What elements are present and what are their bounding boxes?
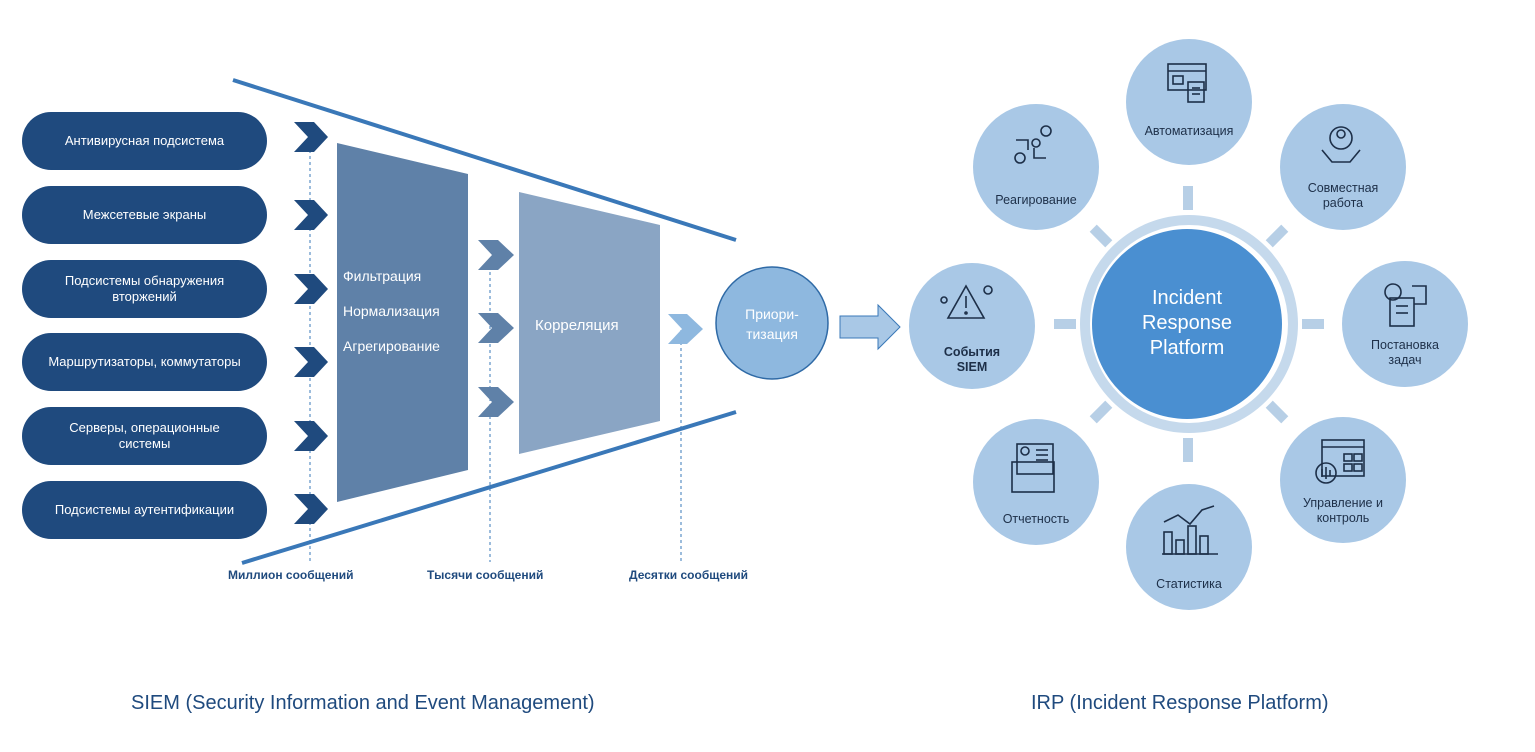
node-management-circle xyxy=(1280,417,1406,543)
tasking-icon xyxy=(1384,283,1427,327)
node-siem-events-label: События SIEM xyxy=(943,345,1001,374)
node-collaboration-circle xyxy=(1280,104,1406,230)
source-firewalls: Межсетевые экраны xyxy=(22,186,267,244)
node-tasking-label: Постановка задач xyxy=(1371,338,1439,367)
center-circle xyxy=(1092,229,1282,419)
node-statistics-label: Статистика xyxy=(1156,577,1222,591)
chevron-icon xyxy=(294,347,328,377)
stage-correlation: Корреляция xyxy=(535,317,619,334)
funnel-top-line xyxy=(232,78,737,242)
node-response-label: Реагирование xyxy=(995,193,1077,207)
funnel-bottom-line xyxy=(241,410,737,565)
chevron-icon xyxy=(478,387,514,417)
stage-aggregation: Агрегирование xyxy=(343,338,440,354)
source-auth: Подсистемы аутентификации xyxy=(22,481,267,539)
siem-caption: SIEM (Security Information and Event Man… xyxy=(131,692,595,714)
gears-icon xyxy=(1014,125,1052,164)
irp-caption: IRP (Incident Response Platform) xyxy=(1031,692,1329,714)
stage-filtering: Фильтрация xyxy=(343,268,422,284)
spoke xyxy=(1089,400,1113,424)
folder-report-icon xyxy=(1011,443,1055,493)
stage-normalization: Нормализация xyxy=(343,303,440,319)
input-node-circle xyxy=(909,263,1035,389)
count-thousands: Тысячи сообщений xyxy=(427,568,544,582)
correlation-stage-shape xyxy=(519,192,660,454)
source-antivirus: Антивирусная подсистема xyxy=(22,112,267,170)
automation-icon xyxy=(1167,63,1207,103)
spoke xyxy=(1054,319,1076,329)
source-servers: Серверы, операционные системы xyxy=(22,407,267,465)
prioritization-label: Приори- тизация xyxy=(745,306,799,342)
spoke xyxy=(1183,186,1193,210)
chevron-icon xyxy=(294,274,328,304)
node-automation-label: Автоматизация xyxy=(1144,124,1234,138)
bar-chart-icon xyxy=(1162,505,1218,555)
chevron-icon xyxy=(294,200,328,230)
chevron-icon xyxy=(294,494,328,524)
chevron-icon xyxy=(294,421,328,451)
filter-stage-shape xyxy=(337,143,468,502)
irp-center-label: Incident Response Platform xyxy=(1141,287,1233,359)
node-collaboration-label: Совместная работа xyxy=(1307,181,1379,210)
chevron-icon xyxy=(478,313,514,343)
handshake-icon xyxy=(1321,126,1361,163)
node-statistics-circle xyxy=(1126,484,1252,610)
node-reporting-label: Отчетность xyxy=(1002,512,1070,526)
prioritization-circle xyxy=(715,266,829,380)
node-reporting-circle xyxy=(973,419,1099,545)
chevron-icon xyxy=(478,240,514,270)
chevron-icon xyxy=(294,122,328,152)
source-ids: Подсистемы обнаружения вторжений xyxy=(22,260,267,318)
spoke xyxy=(1183,438,1193,462)
source-routers: Маршрутизаторы, коммутаторы xyxy=(22,333,267,391)
warning-icon xyxy=(940,284,993,319)
node-management-label: Управление и контроль xyxy=(1303,496,1383,525)
chevron-icon xyxy=(668,314,703,344)
center-ring xyxy=(1080,215,1298,433)
spoke xyxy=(1265,224,1289,248)
node-tasking-circle xyxy=(1342,261,1468,387)
spoke xyxy=(1302,319,1324,329)
count-tens: Десятки сообщений xyxy=(629,568,749,582)
arrow-right-icon xyxy=(839,303,901,351)
spoke xyxy=(1089,224,1113,248)
count-million: Миллион сообщений xyxy=(228,568,354,582)
node-response-circle xyxy=(973,104,1099,230)
spoke xyxy=(1265,400,1289,424)
control-panel-icon xyxy=(1315,439,1365,484)
